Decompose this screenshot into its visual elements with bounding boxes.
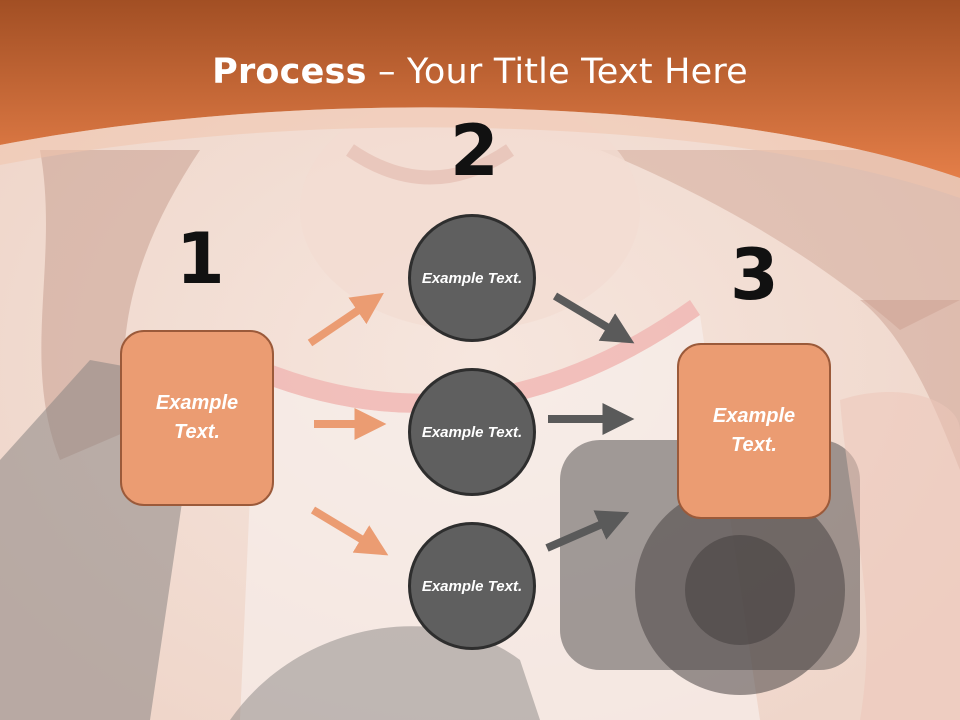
step-number-2: 2	[450, 110, 499, 192]
arrow-down-right-icon	[310, 506, 389, 556]
step-1-box: Example Text.	[120, 330, 274, 506]
circle-bottom-text: Example Text.	[421, 577, 523, 595]
step-3-text: Example Text.	[712, 405, 796, 456]
step-number-1: 1	[176, 218, 225, 300]
arrow-down-right-icon	[552, 292, 635, 344]
step-2-circle-top: Example Text.	[408, 214, 536, 342]
circle-top-text: Example Text.	[421, 269, 523, 287]
step-1-text: Example Text.	[155, 392, 239, 443]
step-3-box: Example Text.	[677, 343, 831, 519]
step-2-circle-bottom: Example Text.	[408, 522, 536, 650]
slide-title: Process – Your Title Text Here	[0, 52, 960, 92]
circle-middle-text: Example Text.	[421, 423, 523, 441]
title-bold: Process	[212, 52, 367, 92]
title-rest: – Your Title Text Here	[366, 52, 748, 92]
step-2-circle-middle: Example Text.	[408, 368, 536, 496]
arrow-up-right-icon	[307, 292, 384, 347]
arrow-up-right-icon	[545, 510, 630, 552]
step-number-3: 3	[730, 234, 779, 316]
